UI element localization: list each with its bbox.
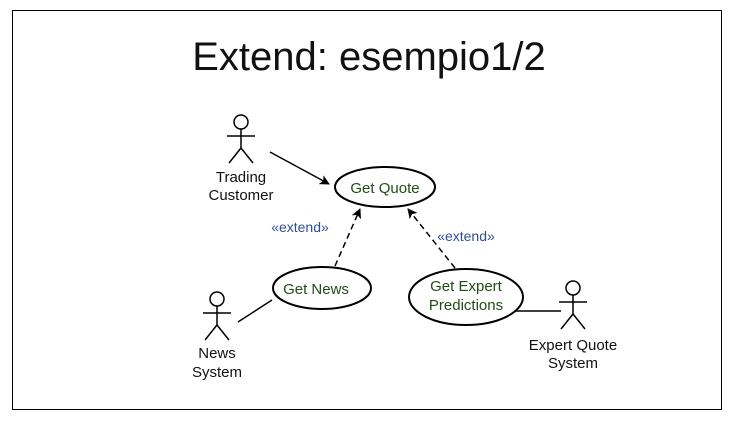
usecase-get-news-ellipse: [272, 266, 372, 310]
usecase-get-expert-predictions-ellipse: [408, 268, 524, 326]
extend-arrow-predictions-to-quote: [407, 208, 456, 269]
actor-news-system-label-line1: News: [198, 345, 236, 362]
actor-trading-customer[interactable]: Trading Customer: [208, 114, 274, 204]
association-news-system-get-news: [237, 299, 273, 323]
actor-trading-customer-label-line2: Customer: [208, 187, 273, 204]
slide-title: Extend: esempio1/2: [192, 35, 546, 79]
usecase-get-quote[interactable]: Get Quote: [334, 166, 436, 208]
usecase-get-news[interactable]: Get News: [272, 266, 372, 310]
usecase-get-quote-label: Get Quote: [350, 180, 419, 197]
stick-figure-icon: [559, 280, 587, 330]
stick-figure-icon: [227, 114, 255, 164]
extend-arrow-news-to-quote: [334, 208, 361, 267]
usecase-get-expert-predictions[interactable]: Get Expert Predictions: [408, 268, 524, 326]
actor-expert-quote-system[interactable]: Expert Quote System: [529, 280, 617, 372]
usecase-get-news-label: Get News: [283, 281, 349, 298]
actor-news-system-label-line2: System: [192, 364, 242, 381]
actor-news-system[interactable]: News System: [192, 291, 242, 381]
extend-label-predictions: «extend»: [437, 228, 495, 244]
usecase-get-expert-predictions-label-line2: Predictions: [429, 297, 503, 314]
usecase-get-expert-predictions-label-line1: Get Expert: [430, 278, 503, 295]
actor-expert-quote-system-label-line2: System: [548, 355, 598, 372]
usecase-get-quote-ellipse: [334, 166, 436, 208]
extend-label-news: «extend»: [271, 219, 329, 235]
actor-trading-customer-label-line1: Trading: [216, 169, 266, 186]
association-trading-customer-get-quote: [269, 151, 330, 185]
actor-expert-quote-system-label-line1: Expert Quote: [529, 337, 617, 354]
slide: [12, 10, 722, 410]
stick-figure-icon: [203, 291, 231, 341]
